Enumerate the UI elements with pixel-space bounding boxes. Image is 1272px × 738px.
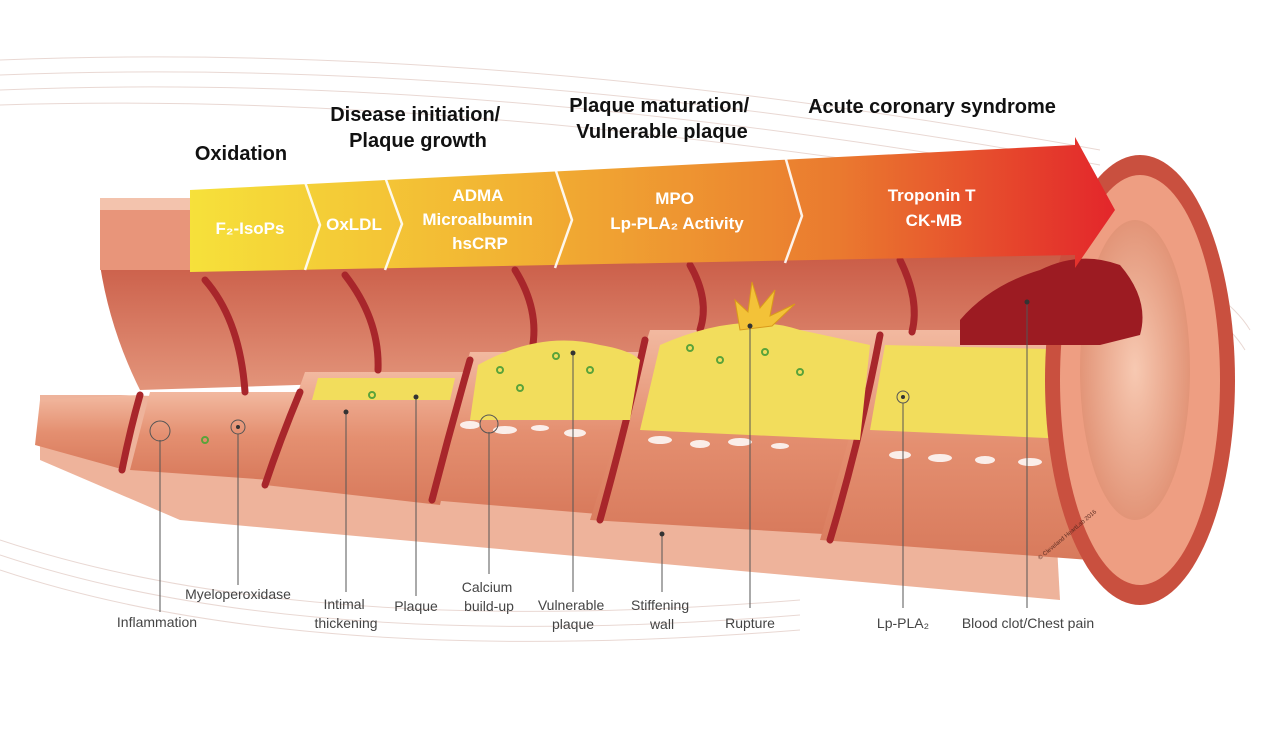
label-vulnerable-plaque: Vulnerable plaque bbox=[538, 597, 608, 632]
structure-labels: Inflammation Myeloperoxidase Intimal thi… bbox=[117, 579, 1094, 632]
progression-arrow bbox=[190, 137, 1115, 272]
label-myeloperoxidase: Myeloperoxidase bbox=[185, 586, 291, 602]
label-inflammation: Inflammation bbox=[117, 614, 197, 630]
stage-title-oxidation: Oxidation bbox=[195, 143, 287, 165]
label-lp-pla2: Lp-PLA₂ bbox=[877, 615, 929, 631]
callout-lines bbox=[149, 302, 1028, 612]
label-stiffening-wall: Stiffening wall bbox=[631, 597, 693, 632]
label-plaque: Plaque bbox=[394, 598, 438, 614]
label-rupture: Rupture bbox=[725, 615, 775, 631]
rupture-burst bbox=[734, 281, 796, 331]
blood-clot-shape bbox=[960, 258, 1143, 345]
label-calcium-build-up: Calcium build-up bbox=[462, 579, 516, 614]
marker-f2-isops: F₂-IsoPs bbox=[216, 219, 285, 238]
stage-titles: Oxidation Disease initiation/ Plaque gro… bbox=[195, 95, 1056, 165]
marker-oxldl: OxLDL bbox=[326, 215, 382, 234]
biomarkers: F₂-IsoPs OxLDL ADMA Microalbumin hsCRP M… bbox=[216, 186, 981, 253]
stage-title-maturation: Plaque maturation/ Vulnerable plaque bbox=[569, 95, 755, 143]
stage-title-initiation: Disease initiation/ Plaque growth bbox=[330, 104, 506, 152]
marker-group-mpo: MPO Lp-PLA₂ Activity bbox=[610, 189, 744, 233]
background-swoosh bbox=[0, 56, 1251, 642]
marker-group-troponin: Troponin T CK-MB bbox=[888, 186, 981, 230]
stage-title-acs: Acute coronary syndrome bbox=[808, 96, 1056, 118]
label-intimal-thickening: Intimal thickening bbox=[314, 596, 377, 631]
artery-tube bbox=[35, 155, 1235, 605]
marker-group-adma: ADMA Microalbumin hsCRP bbox=[422, 186, 537, 253]
label-blood-clot: Blood clot/Chest pain bbox=[962, 615, 1094, 631]
